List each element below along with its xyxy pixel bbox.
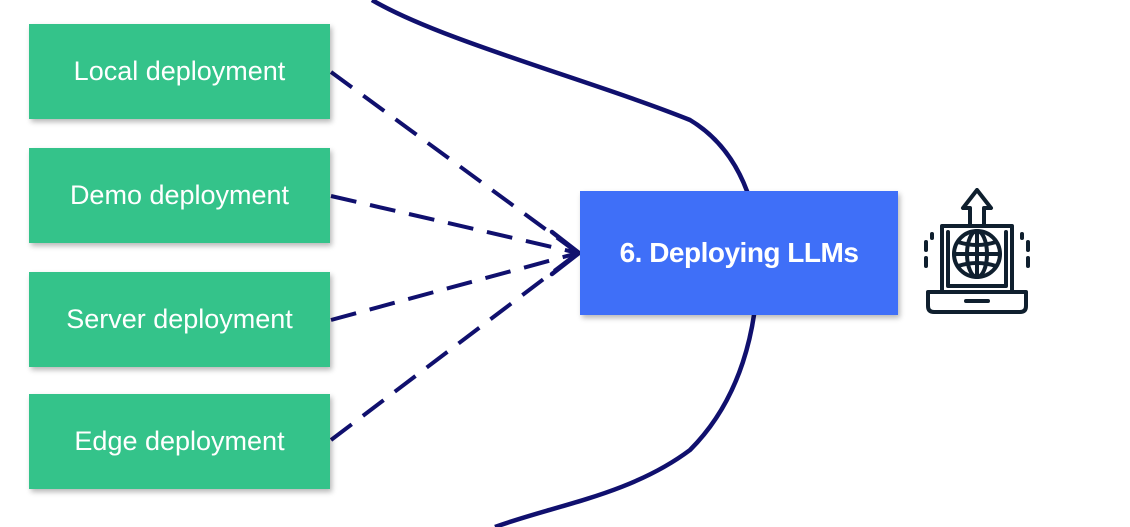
local-deployment-label: Local deployment xyxy=(73,56,286,86)
edge-deployment-box: Edge deployment xyxy=(29,394,330,489)
edge-deployment-label: Edge deployment xyxy=(74,426,285,456)
server-deployment-label: Server deployment xyxy=(66,304,293,334)
laptop-globe-upload-icon xyxy=(918,188,1036,318)
demo-deployment-box: Demo deployment xyxy=(29,148,330,243)
arrowhead xyxy=(549,229,582,277)
deploying-llms-label: 6. Deploying LLMs xyxy=(619,237,859,268)
connector-local xyxy=(329,70,580,255)
deploying-llms-box: 6. Deploying LLMs xyxy=(580,191,898,315)
local-deployment-box: Local deployment xyxy=(29,24,330,119)
connector-edge xyxy=(329,251,580,442)
demo-deployment-label: Demo deployment xyxy=(69,180,290,210)
server-deployment-box: Server deployment xyxy=(29,272,330,367)
connector-demo xyxy=(330,194,579,255)
connector-server xyxy=(330,251,579,322)
